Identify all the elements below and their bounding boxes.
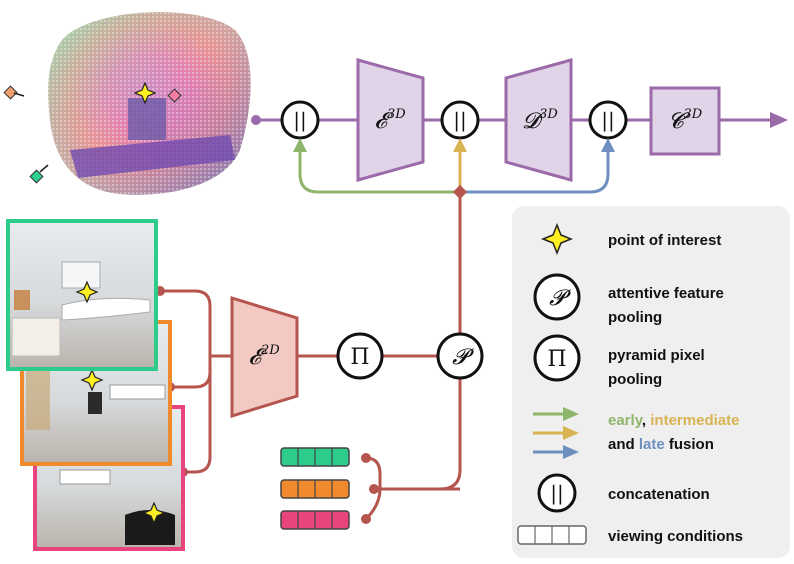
vector-orange bbox=[280, 479, 350, 499]
decoder-3d-superscript: 3D bbox=[539, 107, 558, 122]
legend-early: early bbox=[608, 412, 644, 429]
camera-marker-orange-icon bbox=[3, 85, 18, 100]
vector-green bbox=[280, 447, 350, 467]
pyramid-pooling-symbol: Π bbox=[350, 345, 369, 370]
legend-late: late bbox=[639, 436, 665, 453]
legend-viewing-conditions: viewing conditions bbox=[608, 528, 743, 545]
point-cloud bbox=[3, 12, 251, 195]
legend-fusion-line2: and late fusion bbox=[608, 436, 714, 453]
pyramid-pooling-node bbox=[336, 332, 384, 380]
legend-attentive-line2: pooling bbox=[608, 309, 662, 326]
legend: point of interest 𝓟 attentive feature po… bbox=[512, 206, 790, 558]
poi-marker-orange bbox=[80, 368, 104, 392]
encoder-3d-superscript: 3D bbox=[387, 107, 406, 122]
concat-symbol-1: || bbox=[293, 108, 306, 133]
fusion-arrows bbox=[293, 138, 615, 200]
legend-pyramid-symbol: Π bbox=[547, 347, 566, 372]
pipeline-3d: || 𝓔3D || 𝓓3D || 𝓒3D bbox=[251, 58, 788, 182]
concat-symbol-3: || bbox=[601, 108, 614, 133]
legend-intermediate: intermediate bbox=[650, 412, 739, 429]
legend-pyramid-line2: pooling bbox=[608, 371, 662, 388]
legend-pyramid-line1: pyramid pixel bbox=[608, 347, 705, 364]
poi-marker-green bbox=[75, 280, 99, 304]
legend-point-of-interest: point of interest bbox=[608, 232, 721, 249]
camera-marker-green-icon bbox=[29, 169, 44, 184]
classifier-3d-block bbox=[649, 86, 721, 156]
late-fusion-arrow bbox=[460, 150, 610, 194]
legend-panel bbox=[512, 206, 790, 558]
legend-fusion-line1: early, intermediate bbox=[608, 412, 739, 429]
encoder-2d-superscript: 2D bbox=[260, 343, 280, 358]
poi-marker-pink bbox=[142, 501, 166, 525]
point-of-interest-icon bbox=[133, 81, 157, 105]
svg-text:𝓓3D: 𝓓3D bbox=[522, 107, 558, 134]
legend-star-icon bbox=[540, 222, 574, 256]
viewing-condition-vectors bbox=[280, 447, 350, 530]
concat-symbol-2: || bbox=[453, 108, 466, 133]
vector-pink bbox=[280, 510, 350, 530]
decoder-3d-label: 𝓓 bbox=[522, 109, 544, 134]
legend-vector-icon bbox=[517, 525, 587, 545]
camera-marker-pink-icon bbox=[167, 88, 182, 103]
input-images bbox=[6, 219, 185, 551]
decoder-3d-block bbox=[504, 58, 573, 182]
encoder-2d-block bbox=[230, 295, 299, 419]
legend-concatenation: concatenation bbox=[608, 486, 710, 503]
classifier-3d-superscript: 3D bbox=[683, 107, 702, 122]
legend-attentive-line1: attentive feature bbox=[608, 285, 724, 302]
encoder-3d-block bbox=[356, 58, 425, 182]
legend-concat-icon bbox=[537, 473, 577, 513]
legend-fusion-word: fusion bbox=[669, 436, 714, 453]
legend-fusion-arrows-icon bbox=[533, 407, 579, 459]
attentive-pooling-node bbox=[436, 332, 484, 380]
legend-pyramid-icon bbox=[533, 334, 581, 382]
legend-attentive-icon bbox=[533, 273, 581, 321]
legend-concat-symbol: || bbox=[550, 481, 563, 506]
legend-and: and bbox=[608, 436, 635, 453]
legend-comma: , bbox=[642, 412, 646, 429]
early-fusion-arrow bbox=[298, 150, 460, 194]
image-green bbox=[6, 219, 158, 371]
fusion-split-node bbox=[452, 184, 468, 200]
pipeline-2d: 𝓔2D Π 𝓟 bbox=[155, 197, 484, 524]
